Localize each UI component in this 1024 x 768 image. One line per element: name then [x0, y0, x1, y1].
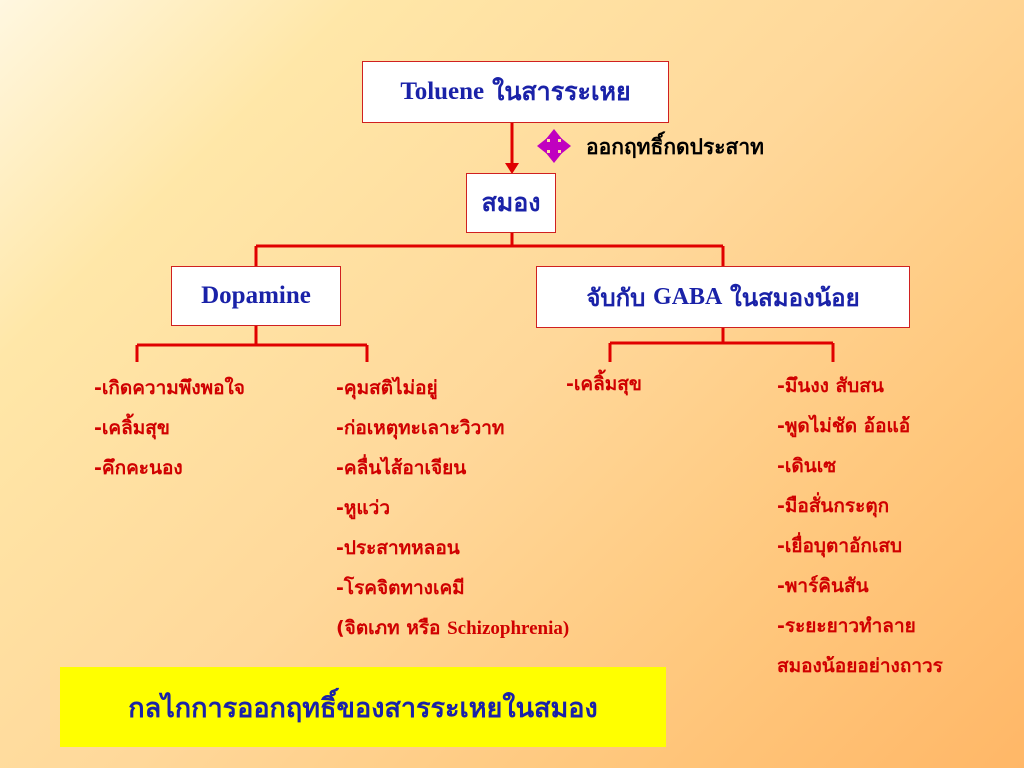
dopamine-effects-list: -คุมสติไม่อยู่ -ก่อเหตุทะเลาะวิวาท -คลื่…: [336, 368, 569, 649]
list-item: -โรคจิตทางเคมี: [336, 577, 465, 599]
list-item: -เคลิ้มสุข: [94, 417, 170, 439]
root-thai-label: ในสารระเหย: [492, 77, 631, 106]
list-item: -พาร์คินสัน: [777, 575, 869, 597]
list-item: -ระยะยาวทำลาย: [777, 615, 916, 637]
arrow-head: [505, 163, 519, 174]
list-item: -พูดไม่ชัด อ้อแอ้: [777, 415, 911, 437]
list-item: -เดินเซ: [777, 455, 837, 477]
title-banner: กลไกการออกฤทธิ์ของสารระเหยในสมอง: [60, 667, 666, 747]
list-item: -ก่อเหตุทะเลาะวิวาท: [336, 417, 505, 439]
list-item: -คุมสติไม่อยู่: [336, 377, 438, 399]
dopamine-node: Dopamine: [171, 266, 341, 326]
list-item: -คึกคะนอง: [94, 457, 183, 479]
dopamine-pleasure-list: -เกิดความพึงพอใจ -เคลิ้มสุข -คึกคะนอง: [94, 368, 245, 488]
brain-node: สมอง: [466, 173, 556, 233]
move-arrows-icon: [537, 129, 571, 163]
schizophrenia-thai-label: (จิตเภท หรือ: [336, 617, 441, 639]
list-item: -หูแว่ว: [336, 497, 390, 519]
root-node: Toluene ในสารระเหย: [362, 61, 669, 123]
list-item: -เคลิ้มสุข: [566, 373, 642, 395]
gaba-effects-list: -มึนงง สับสน -พูดไม่ชัด อ้อแอ้ -เดินเซ -…: [777, 366, 943, 686]
list-item: -มึนงง สับสน: [777, 375, 884, 397]
gaba-node: จับกับ GABA ในสมองน้อย: [536, 266, 910, 328]
gaba-latin-label: GABA: [653, 283, 723, 310]
gaba-pre-label: จับกับ: [586, 283, 646, 312]
list-item: -มือสั่นกระตุก: [777, 495, 890, 517]
root-latin-label: Toluene: [400, 78, 485, 105]
list-item: -ประสาทหลอน: [336, 537, 460, 559]
gaba-post-label: ในสมองน้อย: [730, 283, 860, 312]
list-item: สมองน้อยอย่างถาวร: [777, 655, 943, 677]
effect-note: ออกฤทธิ์กดประสาท: [586, 135, 765, 159]
list-item: (จิตเภท หรือ Schizophrenia): [336, 608, 569, 649]
schizophrenia-latin-label: Schizophrenia): [447, 618, 570, 639]
gaba-euphoria-list: -เคลิ้มสุข: [566, 364, 642, 404]
list-item: -เกิดความพึงพอใจ: [94, 377, 245, 399]
list-item: -คลื่นไส้อาเจียน: [336, 457, 467, 479]
list-item: -เยื่อบุตาอักเสบ: [777, 535, 903, 557]
